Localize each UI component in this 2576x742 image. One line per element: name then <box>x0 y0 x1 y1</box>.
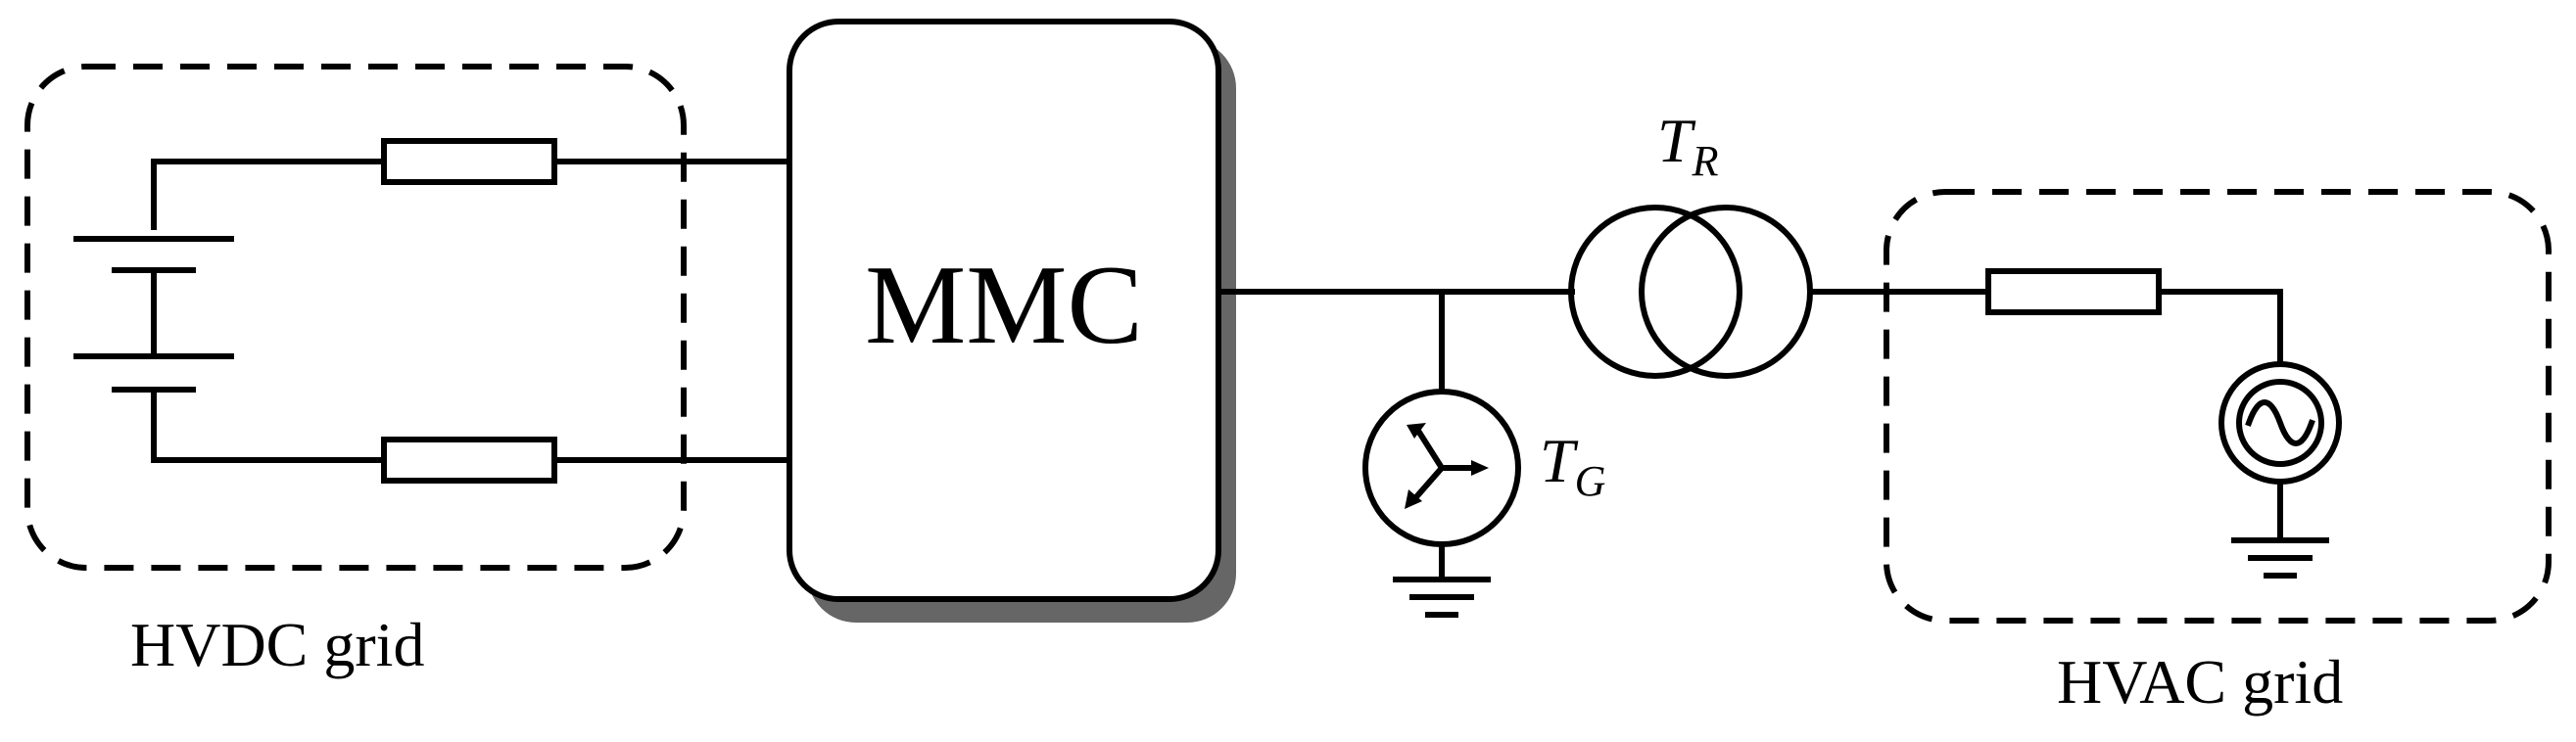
resistor-dc-lower <box>381 437 557 484</box>
dc-source-battery <box>73 159 234 463</box>
grounding-transformer <box>1362 389 1521 618</box>
hvdc-grid-label: HVDC grid <box>130 610 424 679</box>
grounding-transformer-label: TG <box>1540 426 1605 505</box>
mmc-label: MMC <box>865 243 1143 368</box>
hvac-grid-label: HVAC grid <box>2057 647 2343 717</box>
hvdc-grid-boundary <box>24 64 687 571</box>
resistor-dc-upper <box>381 138 557 185</box>
mmc-block <box>787 19 1221 602</box>
dc-line-lower <box>151 437 792 484</box>
transformer <box>1568 205 1813 379</box>
ac-source <box>2218 361 2342 579</box>
resistor-ac <box>1985 268 2162 315</box>
dc-line-upper <box>151 138 792 185</box>
hvac-grid-boundary <box>1884 189 2552 624</box>
transformer-label: TR <box>1657 106 1719 185</box>
